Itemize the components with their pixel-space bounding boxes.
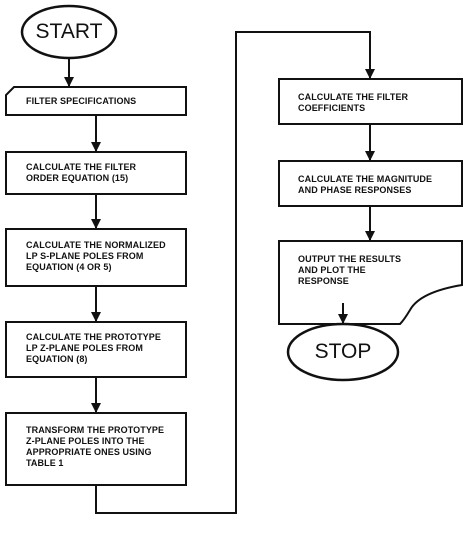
step-label-output-results: OUTPUT THE RESULTS AND PLOT THE RESPONSE	[298, 254, 401, 287]
prototype-poles-box	[5, 321, 187, 378]
magnitude-phase-box	[278, 160, 463, 207]
step-line: CALCULATE THE FILTER	[26, 162, 137, 172]
step-line: CALCULATE THE PROTOTYPE	[26, 332, 161, 342]
step-line: Z-PLANE POLES INTO THE	[26, 436, 145, 446]
step-line: COEFFICIENTS	[298, 103, 366, 113]
step-label-transform-poles: TRANSFORM THE PROTOTYPE Z-PLANE POLES IN…	[26, 425, 164, 469]
step-line: APPROPRIATE ONES USING	[26, 447, 152, 457]
step-line: CALCULATE THE MAGNITUDE	[298, 174, 433, 184]
step-line: EQUATION (4 or 5)	[26, 262, 112, 272]
normalized-poles-box	[5, 228, 187, 287]
step-line: EQUATION (8)	[26, 354, 88, 364]
step-label-normalized-poles: CALCULATE THE NORMALIZED LP s-PLANE POLE…	[26, 240, 166, 273]
output-results-box	[278, 240, 463, 325]
step-line: AND PLOT THE	[298, 265, 366, 275]
start-label: START	[35, 20, 103, 43]
filter-coefficients-box	[278, 78, 463, 125]
step-line: RESPONSE	[298, 276, 349, 286]
step-line: CALCULATE THE FILTER	[298, 92, 409, 102]
step-line: LP s-PLANE POLES FROM	[26, 251, 144, 261]
step-label-prototype-poles: CALCULATE THE PROTOTYPE LP Z-PLANE POLES…	[26, 332, 161, 365]
step-label-filter-specifications: FILTER SPECIFICATIONS	[26, 96, 136, 107]
step-line: ORDER EQUATION (15)	[26, 173, 129, 183]
step-line: TRANSFORM THE PROTOTYPE	[26, 425, 165, 435]
step-label-filter-coefficients: CALCULATE THE FILTER COEFFICIENTS	[298, 92, 408, 114]
connector-transform-to-coefficients	[95, 31, 375, 514]
step-line: LP Z-PLANE POLES FROM	[26, 343, 143, 353]
step-line: FILTER SPECIFICATIONS	[26, 96, 137, 106]
step-line: AND PHASE RESPONSES	[298, 185, 412, 195]
stop-terminal	[286, 322, 400, 382]
step-label-filter-order: CALCULATE THE FILTER ORDER EQUATION (15)	[26, 162, 136, 184]
step-line: OUTPUT THE RESULTS	[298, 254, 402, 264]
step-label-magnitude-phase: CALCULATE THE MAGNITUDE AND PHASE RESPON…	[298, 174, 432, 196]
step-line: CALCULATE THE NORMALIZED	[26, 240, 166, 250]
stop-label: STOP	[314, 340, 372, 363]
step-line: TABLE 1	[26, 458, 64, 468]
